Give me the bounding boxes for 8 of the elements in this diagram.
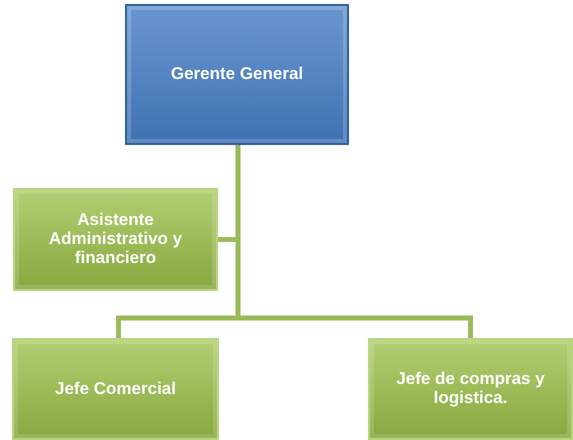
- node-label: Asistente Administrativo y financiero: [48, 211, 184, 268]
- node-label: Jefe Comercial: [55, 380, 176, 398]
- node-label: Jefe de compras y logistica.: [395, 370, 546, 408]
- department-box: [12, 338, 219, 440]
- manager-box: [125, 4, 349, 145]
- assistant-box: [13, 188, 218, 291]
- node-label: Gerente General: [170, 65, 304, 84]
- department-box: [368, 338, 573, 440]
